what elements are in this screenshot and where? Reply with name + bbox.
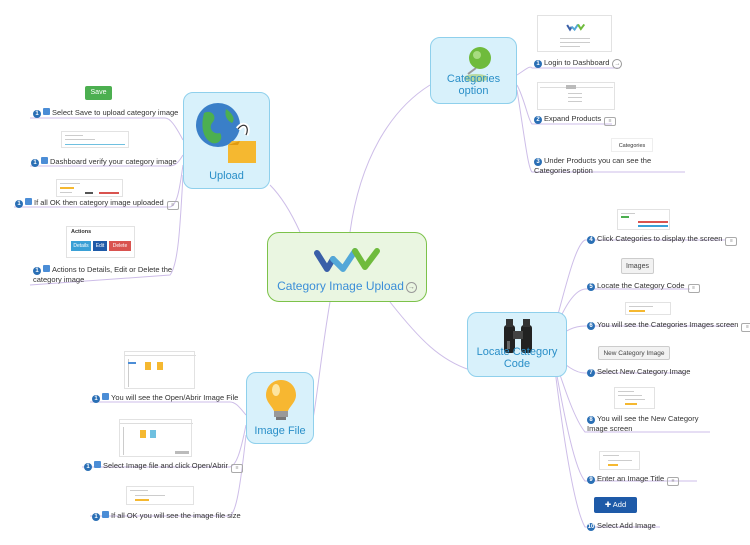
select-image-file-thumbnail <box>119 419 193 457</box>
attachment-icon <box>43 265 50 272</box>
binoculars-icon <box>504 319 532 353</box>
open-image-file-thumbnail <box>124 351 196 389</box>
note-icon: ≡ <box>741 323 750 332</box>
pushpin-icon <box>464 47 491 82</box>
logo-icon <box>566 23 586 32</box>
attachment-icon <box>94 461 101 468</box>
topic-image-file[interactable]: Image File <box>246 372 314 444</box>
new-category-image-thumbnail <box>614 387 655 409</box>
image-file-size-thumbnail <box>126 486 194 505</box>
topic-locate-category-code[interactable]: Locate Category Code <box>467 312 567 377</box>
note-icon: ≡ <box>231 464 244 473</box>
globe-folder-icon <box>196 103 256 163</box>
plus-icon: ✚ <box>604 500 612 509</box>
logo-icon <box>314 248 380 272</box>
topic-label: Upload <box>209 170 244 182</box>
attachment-icon <box>43 108 50 115</box>
note-icon: ≡ <box>667 477 680 486</box>
verify-image-thumbnail <box>61 131 129 148</box>
attachment-icon <box>41 157 48 164</box>
products-menu-thumbnail <box>537 82 615 110</box>
note-icon: ≡ <box>687 284 700 293</box>
dashboard-login-thumbnail <box>537 15 612 52</box>
categories-images-thumbnail <box>625 302 671 315</box>
add-image-button-thumbnail: ✚ Add Image <box>594 497 637 525</box>
categories-thumbnail: Categories <box>611 138 653 152</box>
attachment-icon <box>102 511 109 518</box>
attachment-icon <box>102 393 109 400</box>
attachment-icon <box>25 198 32 205</box>
topic-label: Categories option <box>446 73 501 97</box>
delete-button: Delete <box>109 241 131 251</box>
image-title-thumbnail <box>599 451 640 470</box>
topic-upload[interactable]: Upload <box>183 92 270 189</box>
save-button-thumbnail: Save <box>85 86 112 100</box>
categories-screen-thumbnail <box>617 209 670 230</box>
actions-thumbnail: Actions Details Edit Delete <box>66 226 135 258</box>
topic-categories-option[interactable]: Categories option <box>430 37 517 104</box>
images-button-thumbnail: Images <box>621 258 654 274</box>
arrow-icon: → <box>612 59 623 69</box>
edit-button: Edit <box>93 241 107 251</box>
note-icon: ≡ <box>166 201 179 210</box>
uploaded-image-thumbnail <box>56 179 123 197</box>
lightbulb-icon <box>266 380 296 420</box>
note-icon: ≡ <box>725 237 738 246</box>
note-icon: ≡ <box>604 117 617 126</box>
new-category-image-button-thumbnail: New Category Image <box>598 346 670 360</box>
topic-label: Locate Category Code <box>476 346 558 370</box>
actions-label: Actions <box>71 229 92 235</box>
central-topic[interactable]: Category Image Upload→ <box>267 232 427 302</box>
arrow-icon: → <box>405 282 417 293</box>
topic-label: Image File <box>254 425 306 437</box>
details-button: Details <box>71 241 91 251</box>
central-topic-title: Category Image Upload→ <box>277 279 417 293</box>
